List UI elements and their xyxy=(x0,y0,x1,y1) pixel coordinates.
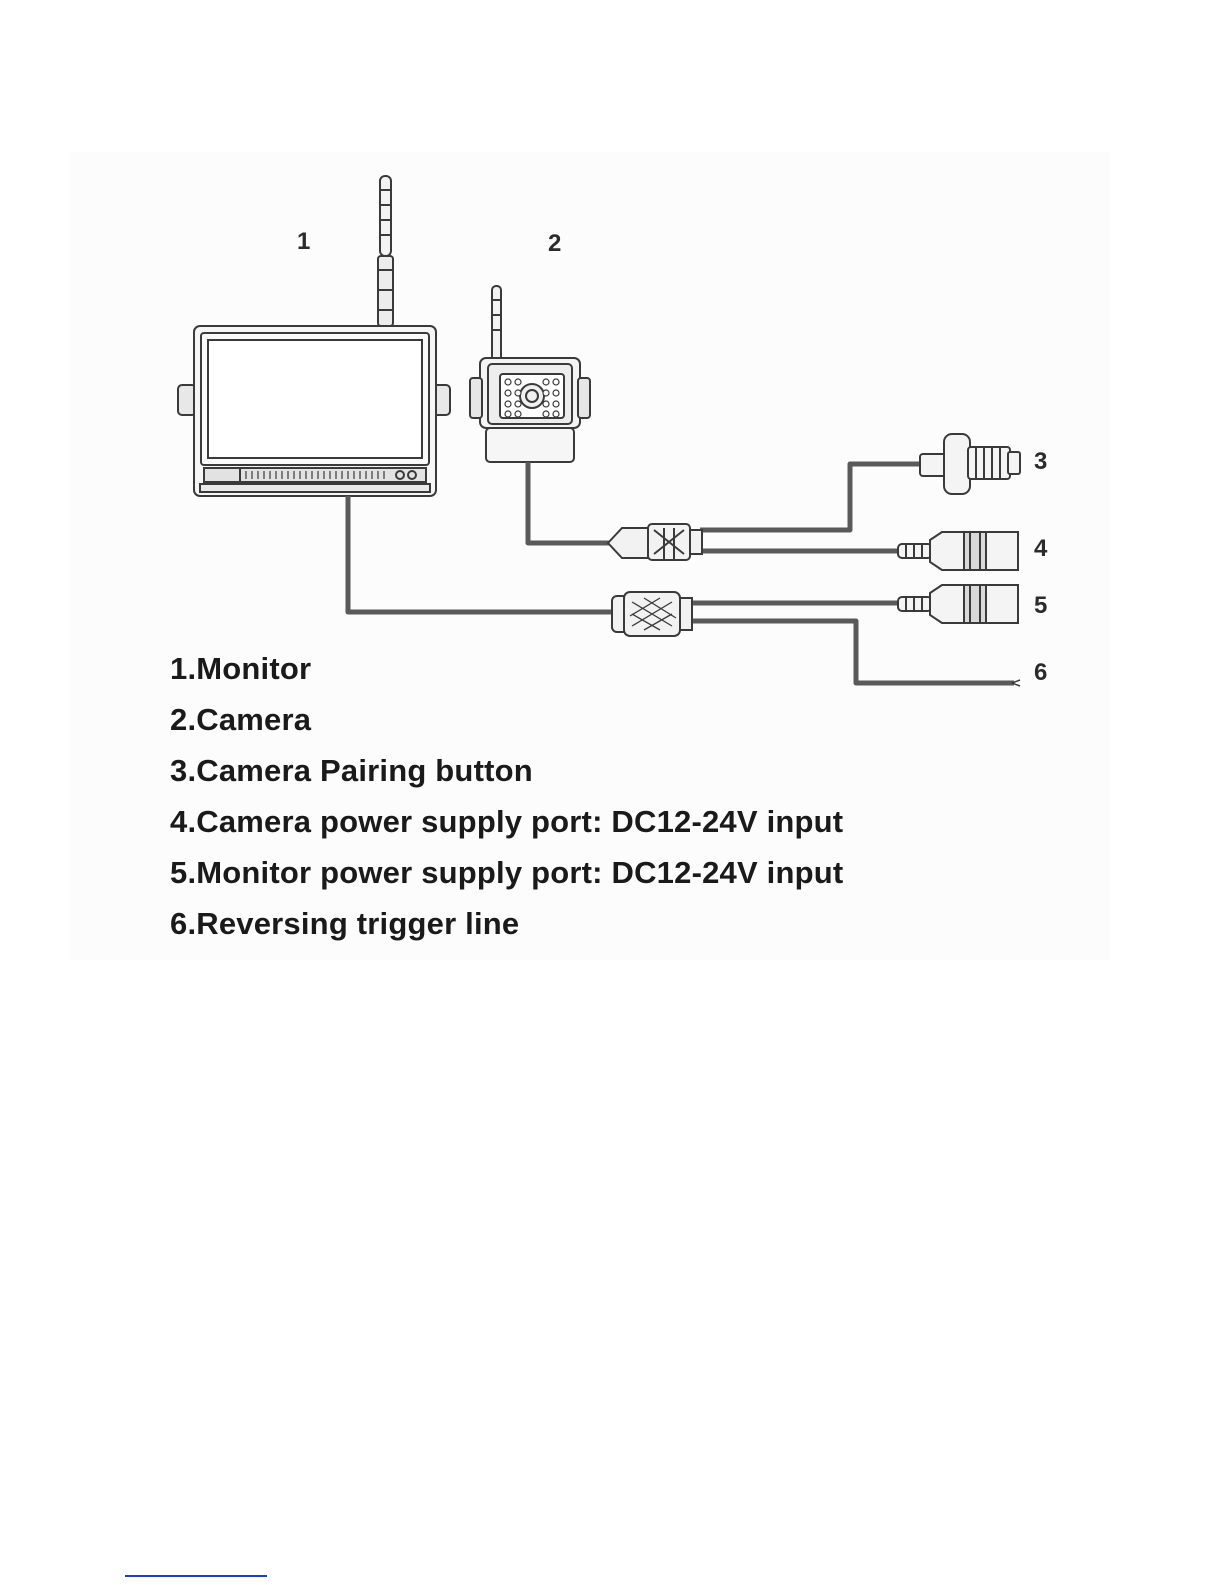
callout-3: 3 xyxy=(1034,448,1047,476)
monitor-antenna xyxy=(378,176,393,326)
monitor-button-strip xyxy=(204,468,426,482)
camera-power-connector xyxy=(898,532,1018,570)
legend-item-camera: 2.Camera xyxy=(170,701,843,752)
callout-6: 6 xyxy=(1034,659,1047,687)
legend-item-monitor-power-port: 5.Monitor power supply port: DC12-24V in… xyxy=(170,854,843,905)
legend-item-camera-power-port: 4.Camera power supply port: DC12-24V inp… xyxy=(170,803,843,854)
camera-lens xyxy=(520,384,544,408)
monitor-screen xyxy=(208,340,422,458)
monitor-power-connector xyxy=(898,585,1018,623)
pairing-button-cable xyxy=(700,464,922,530)
pairing-button xyxy=(920,434,1020,494)
monitor-cable xyxy=(348,496,612,612)
callout-5: 5 xyxy=(1034,592,1047,620)
camera-illustration xyxy=(470,286,590,462)
footer-link-underline xyxy=(125,1575,267,1577)
callout-4: 4 xyxy=(1034,535,1047,563)
callout-1: 1 xyxy=(297,228,310,256)
camera-splitter xyxy=(608,524,702,560)
component-legend: 1.Monitor 2.Camera 3.Camera Pairing butt… xyxy=(170,650,843,956)
camera-antenna xyxy=(492,286,501,361)
legend-item-monitor: 1.Monitor xyxy=(170,650,843,701)
camera-cable xyxy=(528,462,610,543)
callout-2: 2 xyxy=(548,230,561,258)
legend-item-pairing-button: 3.Camera Pairing button xyxy=(170,752,843,803)
monitor-illustration xyxy=(178,176,450,496)
legend-item-reversing-trigger: 6.Reversing trigger line xyxy=(170,905,843,956)
monitor-splitter xyxy=(612,592,692,636)
